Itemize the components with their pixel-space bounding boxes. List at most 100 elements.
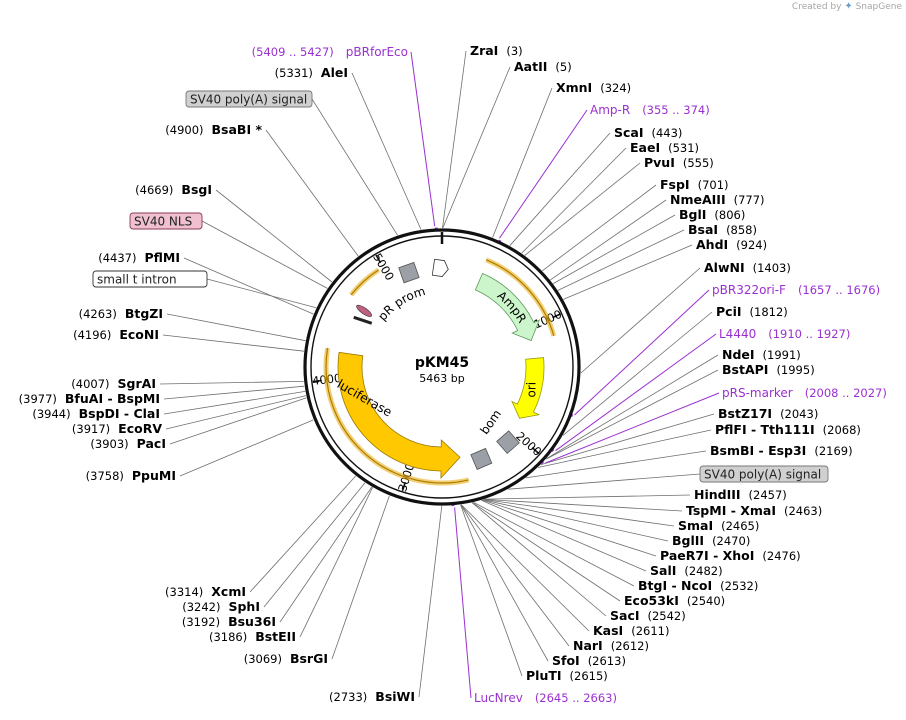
primer-leader bbox=[575, 290, 709, 415]
site-label-left[interactable]: (3242)SphI bbox=[182, 599, 260, 614]
site-label-left[interactable]: (3069)BsrGI bbox=[244, 651, 328, 666]
site-label-left[interactable]: (3917)EcoRV bbox=[72, 421, 162, 436]
site-leader bbox=[482, 500, 656, 556]
site-label-left[interactable]: (4263)BtgZI bbox=[79, 306, 163, 321]
box-leader bbox=[312, 99, 398, 235]
site-label-right[interactable]: NdeI(1991) bbox=[722, 347, 801, 362]
bom-label: bom bbox=[477, 407, 504, 437]
site-label-left[interactable]: (4437)PflMI bbox=[98, 250, 180, 265]
small-t-intron-marker bbox=[354, 317, 372, 323]
site-label-right[interactable]: PaeR7I - XhoI(2476) bbox=[660, 548, 801, 563]
site-label-right[interactable]: PciI(1812) bbox=[716, 304, 788, 319]
site-label-right[interactable]: PflFI - Tth111I(2068) bbox=[715, 422, 861, 437]
sv40-promoter-box bbox=[399, 262, 419, 282]
site-label-right[interactable]: ZraI(3) bbox=[470, 43, 523, 58]
site-label-right[interactable]: KasI(2611) bbox=[593, 623, 669, 638]
site-label-left[interactable]: (3186)BstEII bbox=[209, 629, 296, 644]
primer-label[interactable]: pRS-marker(2008 .. 2027) bbox=[722, 386, 887, 400]
site-leader bbox=[484, 499, 682, 511]
site-label-right[interactable]: BstAPI(1995) bbox=[722, 362, 815, 377]
site-label-right[interactable]: BstZ17I(2043) bbox=[718, 406, 818, 421]
site-label-right[interactable]: Eco53kI(2540) bbox=[624, 593, 725, 608]
primer-label[interactable]: Amp-R(355 .. 374) bbox=[590, 103, 710, 117]
primer-label[interactable]: LucNrev(2645 .. 2663) bbox=[474, 691, 617, 705]
site-label-left[interactable]: (4669)BsgI bbox=[135, 182, 212, 197]
site-label-right[interactable]: TspMI - XmaI(2463) bbox=[686, 503, 822, 518]
site-leader bbox=[461, 505, 548, 661]
site-leader bbox=[581, 268, 700, 373]
site-leader bbox=[180, 420, 313, 476]
site-label-right[interactable]: ScaI(443) bbox=[614, 125, 682, 140]
site-label-right[interactable]: NmeAIII(777) bbox=[670, 192, 765, 207]
site-label-right[interactable]: BglII(2470) bbox=[672, 533, 750, 548]
feature-box-label: SV40 poly(A) signal bbox=[190, 93, 307, 107]
site-label-right[interactable]: SacI(2542) bbox=[610, 608, 686, 623]
site-label-right[interactable]: PvuI(555) bbox=[644, 155, 714, 170]
feature-box-label: SV40 poly(A) signal bbox=[704, 468, 821, 482]
site-leader bbox=[160, 381, 304, 384]
site-label-left[interactable]: (4900)BsaBI * bbox=[165, 122, 262, 137]
site-leader bbox=[332, 496, 389, 659]
site-leader bbox=[264, 483, 365, 607]
site-leader bbox=[483, 500, 668, 541]
brand-name: SnapGene bbox=[856, 2, 902, 12]
primer-label[interactable]: pBR322ori-F(1657 .. 1676) bbox=[712, 283, 880, 297]
site-label-right[interactable]: BsaI(858) bbox=[688, 222, 757, 237]
site-label-left[interactable]: (3192)Bsu36I bbox=[182, 614, 276, 629]
site-label-right[interactable]: FspI(701) bbox=[660, 177, 729, 192]
site-label-left[interactable]: (3977)BfuAI - BspMI bbox=[19, 391, 160, 406]
site-leader bbox=[166, 396, 306, 429]
site-label-left[interactable]: (4007)SgrAI bbox=[71, 376, 156, 391]
feature-box-label: small t intron bbox=[97, 273, 177, 287]
primer-leader bbox=[411, 52, 435, 226]
primer-label[interactable]: (5409 .. 5427)pBRforEco bbox=[252, 45, 408, 59]
site-leader bbox=[352, 73, 421, 230]
site-leader bbox=[461, 505, 569, 646]
site-label-right[interactable]: BsmBI - Esp3I(2169) bbox=[710, 443, 853, 458]
brand-prefix: Created by bbox=[792, 2, 842, 12]
site-label-right[interactable]: AatII(5) bbox=[514, 59, 572, 74]
site-label-right[interactable]: BtgI - NcoI(2532) bbox=[638, 578, 758, 593]
site-leader bbox=[550, 200, 666, 280]
site-label-right[interactable]: XmnI(324) bbox=[556, 80, 631, 95]
site-leader bbox=[484, 500, 674, 527]
site-leader bbox=[170, 398, 307, 444]
box-leader bbox=[207, 279, 316, 308]
box-leader bbox=[202, 221, 327, 288]
site-leader bbox=[538, 430, 711, 468]
site-label-right[interactable]: EaeI(531) bbox=[630, 140, 699, 155]
site-label-right[interactable]: HindIII(2457) bbox=[694, 487, 787, 502]
site-label-left[interactable]: (2733)BsiWI bbox=[329, 689, 415, 704]
site-label-right[interactable]: NarI(2612) bbox=[573, 638, 649, 653]
site-leader bbox=[553, 215, 675, 284]
sv40-nls-marker bbox=[355, 303, 373, 318]
ring-tick-label: 5000 bbox=[370, 251, 397, 283]
primer-label[interactable]: L4440(1910 .. 1927) bbox=[719, 327, 850, 341]
site-label-right[interactable]: SalI(2482) bbox=[650, 563, 723, 578]
site-leader bbox=[522, 148, 626, 253]
bom-box bbox=[497, 431, 520, 454]
site-label-left[interactable]: (3944)BspDI - ClaI bbox=[32, 406, 160, 421]
site-label-left[interactable]: (3314)XcmI bbox=[165, 584, 246, 599]
site-label-left[interactable]: (3758)PpuMI bbox=[86, 468, 176, 483]
ampr-promoter-arrow bbox=[432, 259, 449, 277]
site-label-left[interactable]: (4196)EcoNI bbox=[73, 327, 159, 342]
site-label-right[interactable]: AlwNI(1403) bbox=[704, 260, 791, 275]
site-label-right[interactable]: BglI(806) bbox=[679, 207, 745, 222]
site-leader bbox=[493, 88, 552, 238]
site-label-left[interactable]: (5331)AleI bbox=[275, 65, 348, 80]
site-label-right[interactable]: SfoI(2613) bbox=[552, 653, 626, 668]
site-label-right[interactable]: PluTI(2615) bbox=[526, 668, 608, 683]
snapgene-logo-icon: ✦ bbox=[844, 1, 852, 12]
site-leader bbox=[461, 505, 522, 676]
site-label-left[interactable]: (3903)PacI bbox=[90, 436, 166, 451]
ori-label: ori bbox=[525, 382, 539, 398]
site-label-right[interactable]: SmaI(2465) bbox=[678, 518, 759, 533]
snapgene-watermark: Created by ✦ SnapGene bbox=[792, 1, 902, 12]
site-leader bbox=[472, 503, 620, 601]
site-leader bbox=[485, 495, 690, 499]
site-leader bbox=[563, 245, 692, 299]
promoter-orange-arc bbox=[351, 270, 379, 295]
site-label-right[interactable]: AhdI(924) bbox=[696, 237, 767, 252]
